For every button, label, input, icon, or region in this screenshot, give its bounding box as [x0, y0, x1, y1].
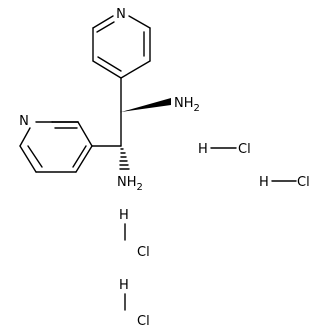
bond: [92, 60, 122, 79]
bond: [27, 145, 43, 168]
bond: [19, 127, 31, 147]
bond: [72, 145, 87, 168]
hcl-salt: H Cl: [198, 142, 251, 157]
hcl-salt: H Cl: [259, 175, 310, 190]
bond: [19, 145, 37, 173]
stereo-hash-bond: [119, 148, 130, 170]
hcl-salt: H Cl: [119, 208, 150, 260]
ring-nitrogen-label: N: [19, 114, 29, 129]
ring-nitrogen-label: N: [116, 7, 126, 22]
pyridine-ring-top: N: [92, 7, 151, 79]
hcl-salt: H Cl: [119, 278, 150, 329]
hydrogen-label: H: [119, 278, 129, 293]
bond: [92, 15, 114, 29]
bond: [97, 56, 122, 72]
hydrogen-label: H: [259, 175, 269, 190]
chlorine-label: Cl: [137, 245, 150, 260]
bond: [128, 15, 151, 29]
chlorine-label: Cl: [297, 175, 310, 190]
molecule-canvas: N NH2 NH2 N H Cl H: [19, 7, 310, 329]
chlorine-label: Cl: [137, 314, 150, 327]
bond: [120, 60, 151, 79]
bond: [77, 121, 93, 147]
bond: [75, 145, 93, 173]
bond: [96, 21, 115, 33]
stereo-wedge-bond: [121, 98, 171, 112]
hydrogen-label: H: [119, 208, 129, 223]
chlorine-label: Cl: [238, 142, 251, 157]
amine-label: NH2: [117, 175, 143, 193]
amine-label: NH2: [174, 96, 200, 114]
structure-drawing: N NH2 NH2 N H Cl H: [19, 7, 310, 329]
hydrogen-label: H: [198, 142, 208, 157]
pyridine-ring-left: N: [19, 114, 93, 173]
